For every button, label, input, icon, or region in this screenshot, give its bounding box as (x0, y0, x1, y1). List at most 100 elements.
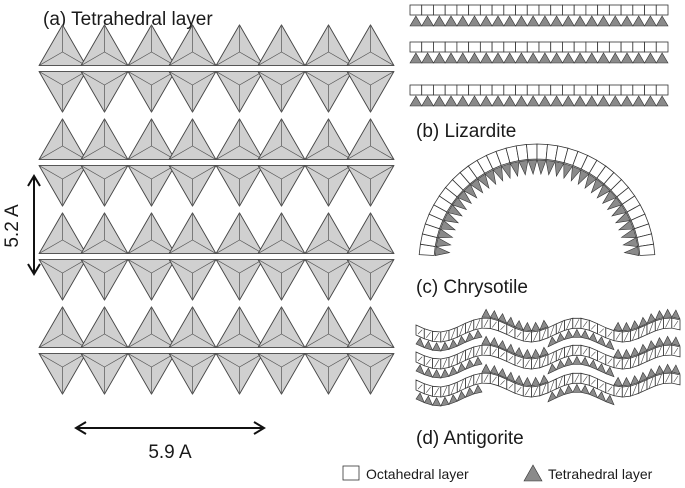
tetrahedron (215, 164, 264, 207)
tetrahedral-unit (596, 184, 611, 199)
tetrahedron (38, 212, 87, 255)
panel-d-antigorite: (d) Antigorite (415, 308, 681, 449)
tetrahedron (304, 306, 353, 349)
tetrahedral-unit (457, 190, 473, 205)
tetrahedral-unit (614, 211, 631, 224)
vertical-dimension-label: 5.2 A (2, 204, 23, 248)
chrysotile-curved-layer (418, 143, 656, 256)
tetrahedron (346, 258, 395, 301)
tetrahedron (80, 306, 129, 349)
tetrahedron (168, 118, 217, 161)
vertical-dimension-arrow (27, 174, 41, 276)
tetrahedron (257, 352, 306, 395)
tetrahedron (257, 306, 306, 349)
tetrahedral-unit (452, 197, 468, 211)
tetrahedron (257, 212, 306, 255)
tetrahedral-unit (577, 169, 590, 186)
panel-b-lizardite: (b) Lizardite (409, 4, 669, 142)
tetrahedron (346, 118, 395, 161)
antigorite-layer (415, 335, 681, 379)
tetrahedral-unit (509, 161, 520, 178)
octahedral-legend-label: Octahedral layer (366, 466, 469, 482)
tetrahedron (80, 24, 129, 67)
tetrahedral-legend-swatch (523, 464, 543, 482)
tetrahedron (127, 212, 176, 255)
tetrahedral-unit (623, 246, 640, 256)
tetrahedron (80, 258, 129, 301)
tetrahedral-unit (440, 220, 457, 231)
tetrahedron (304, 118, 353, 161)
tetrahedron (168, 24, 217, 67)
tetrahedral-unit (617, 220, 634, 231)
tetrahedron (38, 70, 87, 113)
tetrahedron (215, 24, 264, 67)
tetrahedral-unit (435, 237, 452, 247)
lizardite-layer (409, 4, 669, 27)
tetrahedron (127, 352, 176, 395)
tetrahedral-unit (590, 178, 605, 194)
tetrahedron (168, 352, 217, 395)
tetrahedron (257, 258, 306, 301)
tetrahedron (80, 118, 129, 161)
tetrahedron (304, 24, 353, 67)
horizontal-dimension-label: 5.9 A (148, 442, 192, 463)
tetrahedron (304, 70, 353, 113)
tetrahedral-unit (570, 165, 582, 182)
tetrahedron (127, 306, 176, 349)
tetrahedron (257, 24, 306, 67)
tetrahedron (38, 352, 87, 395)
tetrahedron (346, 24, 395, 67)
tetrahedron (304, 258, 353, 301)
tetrahedron (127, 118, 176, 161)
tetrahedron (215, 258, 264, 301)
tetrahedron (215, 352, 264, 395)
tetrahedral-unit (484, 169, 497, 186)
tetrahedral-unit (606, 197, 622, 211)
tetrahedron (127, 258, 176, 301)
tetrahedral-unit (437, 228, 454, 239)
panel-d-title: (d) Antigorite (416, 428, 524, 449)
tetrahedron (346, 70, 395, 113)
tetrahedron (346, 164, 395, 207)
tetrahedral-unit (443, 211, 460, 224)
octahedral-legend-swatch (342, 465, 360, 481)
tetrahedral-legend-label: Tetrahedral layer (548, 466, 653, 482)
antigorite-layer (415, 363, 681, 407)
tetrahedron (257, 70, 306, 113)
tetrahedron (80, 352, 129, 395)
tetrahedron (168, 258, 217, 301)
tetrahedron (215, 306, 264, 349)
tetrahedron (257, 118, 306, 161)
tetrahedral-unit (463, 184, 478, 199)
tetrahedral-unit (434, 246, 451, 256)
antigorite-wavy-layers (415, 308, 681, 407)
tetrahedral-unit (545, 160, 556, 176)
tetrahedral-unit (527, 159, 538, 176)
tetrahedral-unit (492, 165, 504, 182)
panel-a-tetrahedral-layer: (a) Tetrahedral layer 5.2 A 5.9 A (2, 9, 395, 463)
tetrahedron (127, 24, 176, 67)
tetrahedron (38, 306, 87, 349)
tetrahedron (168, 212, 217, 255)
panel-c-title: (c) Chrysotile (416, 277, 528, 298)
tetrahedron (80, 212, 129, 255)
tetrahedron (38, 24, 87, 67)
tetrahedron (127, 164, 176, 207)
tetrahedron (257, 164, 306, 207)
tetrahedral-unit (501, 163, 511, 180)
tetrahedral-unit (447, 204, 463, 217)
tetrahedral-unit (536, 159, 547, 176)
tetrahedron (80, 70, 129, 113)
lizardite-layers (409, 4, 669, 107)
tetrahedron (304, 212, 353, 255)
tetrahedral-unit (611, 204, 627, 217)
tetrahedron (168, 306, 217, 349)
antigorite-layer (415, 308, 681, 352)
tetrahedral-unit (518, 160, 529, 176)
octahedral-block (526, 143, 538, 160)
tetrahedron (215, 212, 264, 255)
tetrahedral-unit (622, 237, 639, 247)
tetrahedral-unit (601, 190, 617, 205)
tetrahedron (127, 70, 176, 113)
tetrahedron (304, 164, 353, 207)
